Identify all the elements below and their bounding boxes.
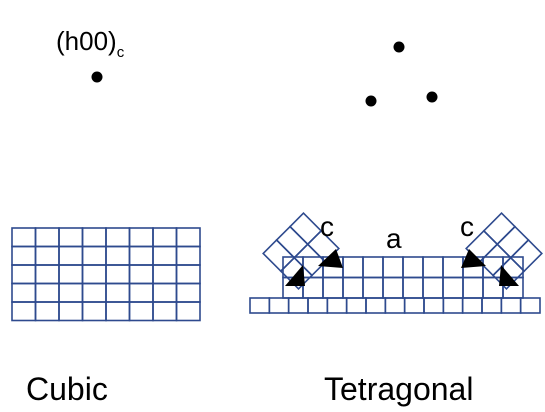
cubic-lattice-cell xyxy=(58,301,84,322)
cubic-lattice-cell xyxy=(105,301,131,322)
a-domain-cell xyxy=(382,256,404,279)
cubic-lattice-cell xyxy=(105,227,131,248)
a-domain-block xyxy=(282,256,524,299)
cubic-lattice-cell xyxy=(34,245,60,266)
substrate-cell xyxy=(345,297,367,314)
c-domain-right-cell xyxy=(496,225,530,259)
cubic-lattice-cell xyxy=(105,245,131,266)
cubic-lattice-grid xyxy=(11,227,201,322)
c-domain-right-cell xyxy=(482,212,517,246)
cubic-lattice-cell xyxy=(58,227,84,248)
domain-wall-wedge xyxy=(285,265,305,286)
c-domain-right-cell xyxy=(509,238,543,273)
a-domain-cell xyxy=(322,276,344,299)
a-domain-cell xyxy=(342,276,364,299)
cubic-lattice-cell xyxy=(152,227,178,248)
domain-wall-wedge xyxy=(499,265,519,286)
substrate-cell xyxy=(365,297,387,314)
tetragonal-spot-right xyxy=(426,91,438,103)
c-domain-right-cell xyxy=(478,243,512,277)
a-domain-cell xyxy=(442,256,464,279)
substrate-cell xyxy=(384,297,406,314)
cubic-lattice-cell xyxy=(34,301,60,322)
cubic-lattice-cell xyxy=(58,245,84,266)
a-domain-cell xyxy=(462,276,484,299)
cubic-lattice-cell xyxy=(152,282,178,303)
a-domain-cell xyxy=(382,276,404,299)
substrate-cell xyxy=(287,297,309,314)
cubic-lattice-cell xyxy=(175,301,201,322)
cubic-lattice-cell xyxy=(34,282,60,303)
cubic-lattice-cell xyxy=(11,227,37,248)
cubic-lattice-cell xyxy=(34,227,60,248)
cubic-lattice-cell xyxy=(81,264,107,285)
cubic-lattice-cell xyxy=(34,264,60,285)
tetragonal-caption: Tetragonal xyxy=(324,371,473,407)
cubic-lattice-cell xyxy=(81,227,107,248)
peak-label-subscript: c xyxy=(117,44,125,61)
a-domain-cell xyxy=(422,256,444,279)
cubic-lattice-cell xyxy=(105,264,131,285)
cubic-caption: Cubic xyxy=(26,371,108,407)
substrate-cell xyxy=(326,297,348,314)
c-domain-right-label: c xyxy=(460,211,474,242)
cubic-lattice-cell xyxy=(152,301,178,322)
cubic-lattice-cell xyxy=(152,245,178,266)
substrate-cell xyxy=(403,297,425,314)
peak-label: (h00)c xyxy=(56,26,125,61)
cubic-lattice-cell xyxy=(58,282,84,303)
substrate-cell xyxy=(500,297,522,314)
substrate-cell xyxy=(249,297,271,314)
cubic-lattice-cell xyxy=(105,282,131,303)
substrate-cell xyxy=(442,297,464,314)
a-domain-cell xyxy=(362,276,384,299)
peak-label-main: (h00) xyxy=(56,26,117,56)
cubic-lattice-cell xyxy=(175,227,201,248)
domain-wall-wedge xyxy=(318,249,343,268)
a-domain-cell xyxy=(402,256,424,279)
cubic-lattice-cell xyxy=(152,264,178,285)
cubic-lattice-cell xyxy=(11,301,37,322)
c-domain-left-cell xyxy=(288,212,323,246)
a-domain-cell xyxy=(362,256,384,279)
substrate-cell xyxy=(519,297,541,314)
cubic-lattice-cell xyxy=(11,282,37,303)
c-domain-left-cell xyxy=(262,238,296,273)
a-domain-cell xyxy=(402,276,424,299)
cubic-lattice-cell xyxy=(128,282,154,303)
substrate-cell xyxy=(481,297,503,314)
tetragonal-spot-left xyxy=(365,95,377,107)
cubic-lattice-cell xyxy=(175,282,201,303)
cubic-lattice-cell xyxy=(81,282,107,303)
cubic-lattice-cell xyxy=(11,264,37,285)
cubic-lattice-cell xyxy=(128,264,154,285)
cubic-lattice-cell xyxy=(128,245,154,266)
cubic-lattice-cell xyxy=(128,301,154,322)
cubic-lattice-cell xyxy=(11,245,37,266)
a-domain-cell xyxy=(422,276,444,299)
a-domain-cell xyxy=(502,276,524,299)
domain-wall-wedge xyxy=(461,249,486,268)
domain-wall-wedges xyxy=(285,249,519,286)
substrate-cell xyxy=(461,297,483,314)
tetragonal-substrate-row xyxy=(249,297,541,314)
substrate-cell xyxy=(423,297,445,314)
c-domain-left-cell xyxy=(275,225,309,259)
a-domain-label: a xyxy=(386,223,402,254)
cubic-lattice-cell xyxy=(58,264,84,285)
cubic-lattice-cell xyxy=(175,245,201,266)
a-domain-cell xyxy=(342,256,364,279)
substrate-cell xyxy=(268,297,290,314)
cubic-lattice-cell xyxy=(175,264,201,285)
tetragonal-spot-top xyxy=(393,41,405,53)
cubic-lattice-cell xyxy=(81,301,107,322)
substrate-cell xyxy=(307,297,329,314)
cubic-diffraction-spot xyxy=(91,71,103,83)
cubic-lattice-cell xyxy=(81,245,107,266)
cubic-lattice-cell xyxy=(128,227,154,248)
a-domain-cell xyxy=(442,276,464,299)
c-domain-left-label: c xyxy=(320,211,334,242)
